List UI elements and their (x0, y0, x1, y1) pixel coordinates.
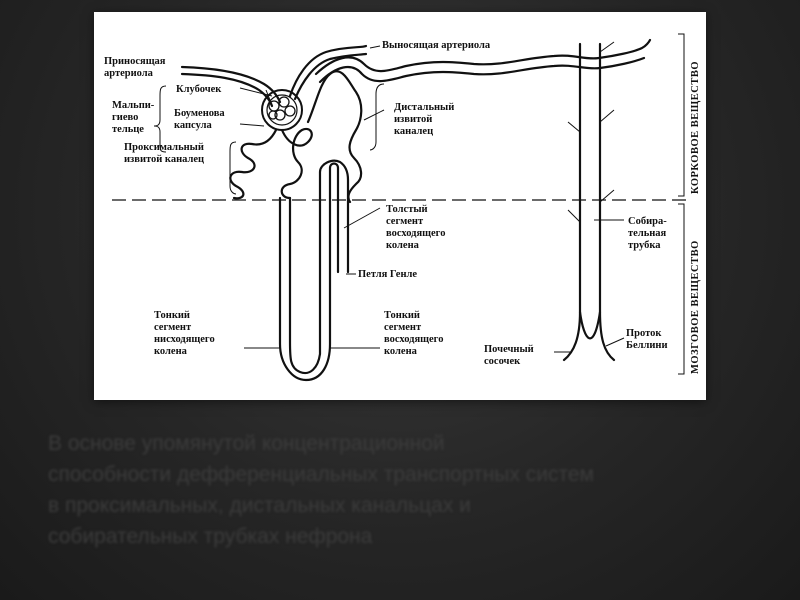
nephron-diagram: Приносящая артериола Выносящая артериола… (94, 12, 706, 400)
malpighian-brace (153, 85, 167, 153)
nephron-svg: Приносящая артериола Выносящая артериола… (104, 33, 701, 382)
proximal-brace (229, 141, 237, 195)
renal-papilla-label-1: Почечный (484, 344, 534, 355)
renal-papilla-label-2: сосочек (484, 356, 521, 367)
glomerulus (268, 96, 296, 121)
proximal-tubule-label-1: Проксимальный (124, 142, 204, 153)
bellini-duct-label-1: Проток (626, 328, 662, 339)
caption-line-3: в проксимальных, дистальных канальцах и (48, 494, 471, 517)
proximal-convoluted-tubule (229, 127, 313, 200)
bowman-capsule-label-2: капсула (174, 120, 212, 131)
distal-tubule-label-1: Дистальный (394, 102, 454, 113)
thin-descending-label-3: нисходящего (154, 334, 215, 345)
thin-ascending-label-3: восходящего (384, 334, 443, 345)
leader-lines (239, 45, 625, 353)
thin-descending-label-2: сегмент (154, 322, 192, 333)
medulla-zone-label: МОЗГОВОЕ ВЕЩЕСТВО (690, 240, 701, 374)
thin-ascending-label-1: Тонкий (384, 310, 420, 321)
collecting-duct-label-1: Собира- (628, 216, 667, 227)
thin-descending-label-4: колена (154, 346, 188, 357)
distal-tubule-label-3: каналец (394, 126, 433, 137)
thick-ascending-label-3: восходящего (386, 228, 445, 239)
thick-ascending-label-1: Толстый (386, 204, 428, 215)
collecting-duct (562, 42, 582, 362)
caption-line-4: собирательных трубках нефрона (48, 525, 373, 548)
ascending-limb (328, 162, 340, 244)
afferent-arteriole (180, 65, 282, 104)
proximal-tubule-label-2: извитой каналец (124, 154, 204, 165)
distal-tubule-label-2: извитой (394, 114, 432, 125)
malpighian-label-2: гиево (112, 112, 138, 123)
bellini-duct-label-2: Беллини (626, 340, 668, 351)
cortex-zone-label: КОРКОВОЕ ВЕЩЕСТВО (690, 61, 701, 194)
distal-brace (369, 83, 385, 151)
efferent-arteriole (288, 44, 368, 98)
efferent-arteriole-label: Выносящая артериола (382, 40, 491, 51)
thin-descending-label-1: Тонкий (154, 310, 190, 321)
collecting-duct-label-3: трубка (628, 240, 661, 251)
collecting-duct-label-2: тельная (628, 228, 667, 239)
thick-ascending-label-4: колена (386, 240, 420, 251)
descending-limb (288, 196, 322, 375)
thick-ascending-label-2: сегмент (386, 216, 424, 227)
thin-ascending-label-2: сегмент (384, 322, 422, 333)
medulla-bracket (678, 203, 685, 375)
henle-loop-label: Петля Генле (358, 269, 417, 280)
malpighian-label-3: тельце (112, 124, 144, 135)
slide-caption: В основе упомянутой концентрационной спо… (48, 428, 748, 552)
afferent-arteriole-label-2: артериола (104, 68, 154, 79)
glomerulus-label: Клубочек (176, 84, 222, 95)
cortex-bracket (678, 33, 685, 197)
thin-ascending-label-4: колена (384, 346, 418, 357)
distal-connecting-tube (306, 70, 363, 204)
caption-line-1: В основе упомянутой концентрационной (48, 432, 445, 455)
malpighian-label-1: Мальпи- (112, 100, 155, 111)
caption-line-2: способности дефференциальных транспортны… (48, 463, 594, 486)
bowman-capsule-label-1: Боуменова (174, 108, 225, 119)
afferent-arteriole-label-1: Приносящая (104, 56, 166, 67)
